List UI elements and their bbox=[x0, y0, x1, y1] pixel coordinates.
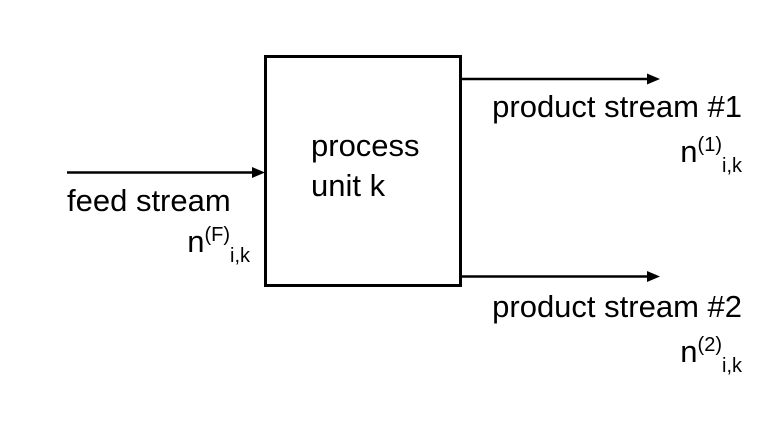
product-stream-1-label: product stream #1 bbox=[492, 89, 742, 124]
process-unit-box bbox=[264, 55, 462, 287]
feed-stream-symbol: n(F)i,k bbox=[100, 224, 250, 267]
process-unit-label-line1: process bbox=[311, 128, 420, 163]
product-stream-1-arrow bbox=[462, 73, 660, 85]
product-stream-1-symbol: n(1)i,k bbox=[680, 134, 742, 177]
feed-symbol-base: n bbox=[187, 224, 205, 259]
product-2-symbol-subscript: i,k bbox=[722, 355, 742, 377]
product-1-symbol-subscript: i,k bbox=[722, 155, 742, 177]
product-1-arrowhead-icon bbox=[647, 73, 660, 85]
feed-symbol-subscript: i,k bbox=[230, 245, 250, 267]
product-1-symbol-superscript: (1) bbox=[697, 134, 722, 156]
process-unit-label: process unit k bbox=[311, 126, 420, 206]
product-2-symbol-base: n bbox=[680, 334, 698, 369]
feed-stream-label: feed stream bbox=[67, 183, 231, 218]
product-stream-2-arrow bbox=[462, 271, 660, 282]
feed-symbol-superscript: (F) bbox=[204, 224, 230, 246]
product-1-symbol-base: n bbox=[680, 134, 698, 169]
product-2-symbol-superscript: (2) bbox=[697, 334, 722, 356]
product-2-arrowhead-icon bbox=[647, 271, 660, 282]
feed-arrowhead-icon bbox=[252, 167, 265, 178]
feed-stream-arrow bbox=[67, 167, 265, 178]
product-stream-2-label: product stream #2 bbox=[492, 289, 742, 324]
process-unit-label-line2: unit k bbox=[311, 168, 386, 203]
product-stream-2-symbol: n(2)i,k bbox=[680, 334, 742, 377]
